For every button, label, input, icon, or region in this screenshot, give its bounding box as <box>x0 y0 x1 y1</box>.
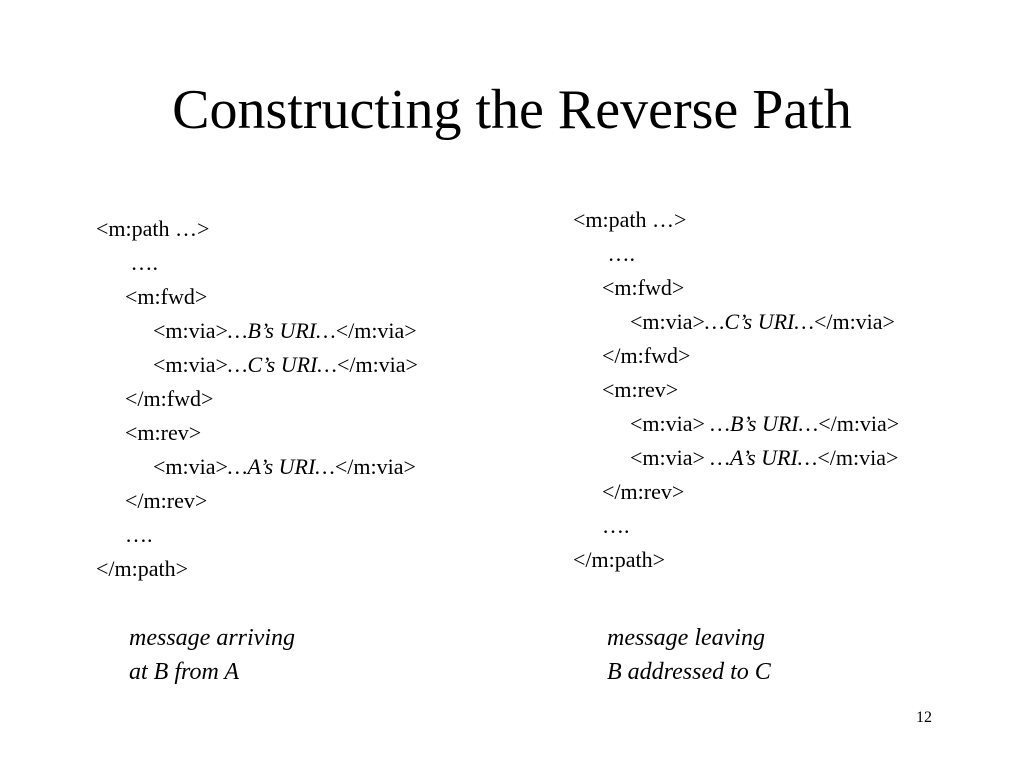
slide-number: 12 <box>916 709 932 726</box>
via-close-tag: </m:via> <box>336 352 418 377</box>
via-close-tag: </m:via> <box>818 411 900 436</box>
uri-text: …A’s URI… <box>227 454 335 479</box>
via-open-tag: <m:via> <box>153 454 228 479</box>
code-line: <m:via>…B’s URI…</m:via> <box>96 314 418 348</box>
via-open-tag: <m:via> <box>153 352 228 377</box>
code-line: </m:fwd> <box>125 386 214 411</box>
code-line: </m:path> <box>96 556 189 581</box>
uri-text: …A’s URI… <box>710 445 818 470</box>
code-line: </m:path> <box>573 547 666 572</box>
via-open-tag: <m:via> <box>630 445 711 470</box>
via-close-tag: </m:via> <box>813 309 895 334</box>
caption-line: message arriving <box>129 625 295 651</box>
code-line: …. <box>125 522 153 547</box>
uri-text: …C’s URI… <box>704 309 814 334</box>
uri-text: …B’s URI… <box>227 318 336 343</box>
code-line: …. <box>602 241 636 266</box>
via-close-tag: </m:via> <box>817 445 899 470</box>
caption-line: at B from A <box>129 659 240 685</box>
caption-line: B addressed to C <box>607 659 771 685</box>
via-open-tag: <m:via> <box>630 411 711 436</box>
via-close-tag: </m:via> <box>334 454 416 479</box>
via-close-tag: </m:via> <box>335 318 417 343</box>
code-line: <m:via>…A’s URI…</m:via> <box>96 450 418 484</box>
code-line: <m:rev> <box>125 420 202 445</box>
code-line: <m:path …> <box>96 216 210 241</box>
uri-text: …C’s URI… <box>227 352 337 377</box>
code-line: …. <box>125 250 159 275</box>
code-line: <m:via>…C’s URI…</m:via> <box>96 348 418 382</box>
code-line: …. <box>602 513 630 538</box>
via-open-tag: <m:via> <box>153 318 228 343</box>
code-line: </m:rev> <box>125 488 208 513</box>
right-caption: message leaving B addressed to C <box>607 621 771 689</box>
code-line: <m:via> …B’s URI…</m:via> <box>573 407 899 441</box>
uri-text: …B’s URI… <box>710 411 819 436</box>
code-line: <m:via> …A’s URI…</m:via> <box>573 441 899 475</box>
right-xml-block: <m:path …> …. <m:fwd> <m:via>…C’s URI…</… <box>573 203 899 577</box>
code-line: <m:via>…C’s URI…</m:via> <box>573 305 899 339</box>
code-line: </m:rev> <box>602 479 685 504</box>
code-line: <m:fwd> <box>602 275 685 300</box>
slide-title: Constructing the Reverse Path <box>172 79 852 141</box>
code-line: <m:rev> <box>602 377 679 402</box>
code-line: </m:fwd> <box>602 343 691 368</box>
left-caption: message arriving at B from A <box>129 621 295 689</box>
via-open-tag: <m:via> <box>630 309 705 334</box>
left-xml-block: <m:path …> …. <m:fwd> <m:via>…B’s URI…</… <box>96 212 418 586</box>
caption-line: message leaving <box>607 625 765 651</box>
code-line: <m:path …> <box>573 207 687 232</box>
code-line: <m:fwd> <box>125 284 208 309</box>
